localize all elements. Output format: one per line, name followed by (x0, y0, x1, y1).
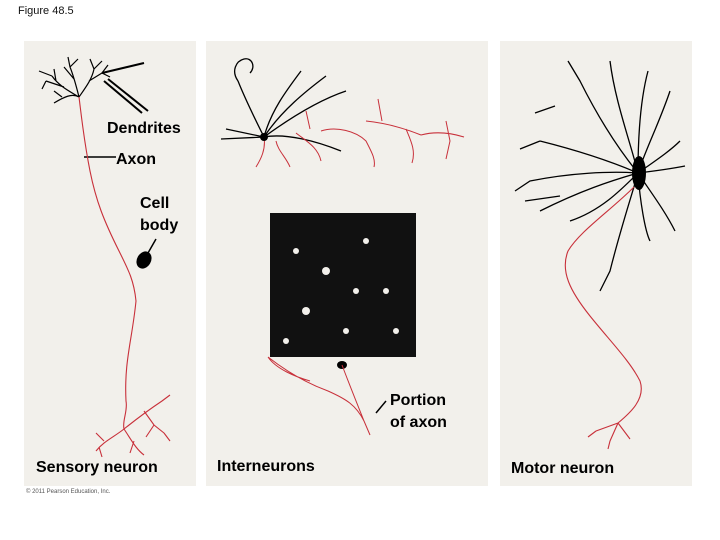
label-cell-line1: Cell (140, 195, 170, 212)
panel-sensory-neuron: Dendrites Axon Cell body Sensory neuron (24, 41, 196, 486)
label-cell-body-line2: body (140, 217, 179, 234)
interneuron-top-dendrites (220, 58, 347, 152)
motor-neuron-drawing (514, 60, 686, 450)
sensory-cell-body (136, 251, 152, 269)
label-interneurons: Interneurons (217, 458, 315, 475)
sensory-axon (78, 96, 171, 458)
motor-axon (564, 186, 642, 450)
interneuron-top-axon (255, 98, 465, 168)
copyright-notice: © 2011 Pearson Education, Inc. (26, 489, 111, 495)
motor-cell-body (632, 156, 646, 190)
label-motor-neuron: Motor neuron (511, 460, 615, 477)
panel-interneurons: Portion of axon Interneurons (206, 41, 488, 486)
label-axon: Axon (116, 151, 156, 168)
label-portion-line1: Portion (390, 392, 446, 409)
interneuron-dendritic-tree (270, 213, 416, 357)
label-sensory-neuron: Sensory neuron (36, 459, 158, 476)
sensory-neuron-drawing (38, 56, 171, 458)
label-of-axon-line2: of axon (390, 414, 447, 431)
interneuron-axon (267, 356, 371, 436)
label-dendrites: Dendrites (107, 120, 181, 137)
sensory-dendrites (38, 56, 157, 254)
figure-title: Figure 48.5 (18, 5, 74, 17)
motor-dendrites (514, 60, 686, 292)
panel-motor-neuron: Motor neuron (500, 41, 692, 486)
interneurons-drawing (220, 58, 465, 436)
